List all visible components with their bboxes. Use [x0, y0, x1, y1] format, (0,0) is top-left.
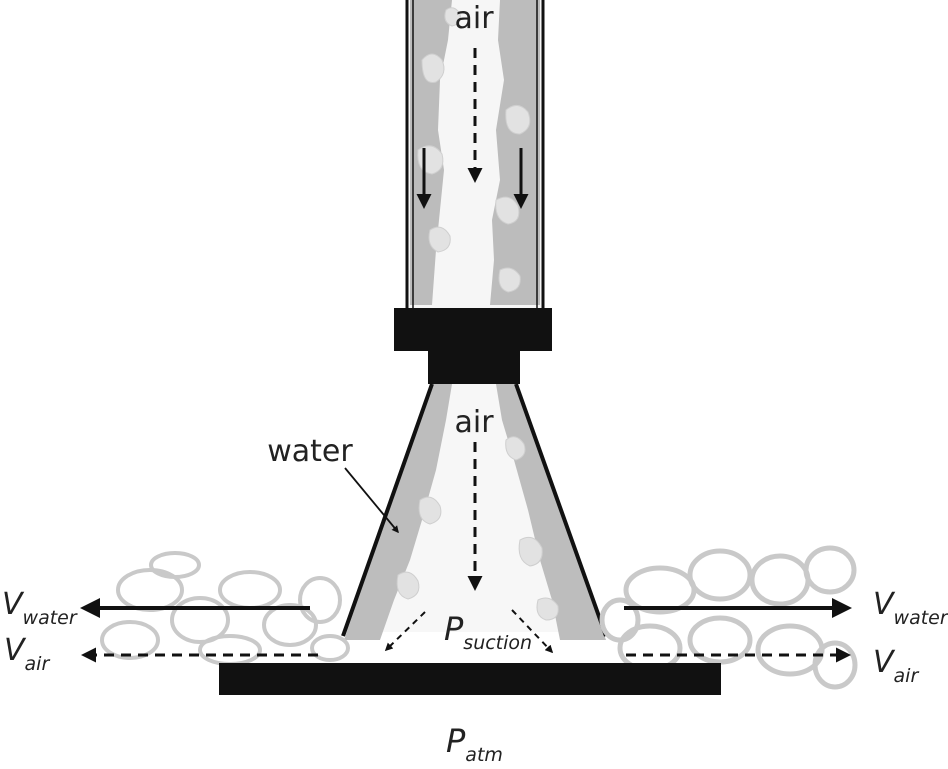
v-air-right-sub: air — [894, 665, 920, 687]
right-spray — [599, 545, 858, 690]
suction-arrow-right — [511, 609, 554, 654]
tube-water-film-right — [490, 0, 540, 305]
p-suction-sub: suction — [463, 632, 532, 654]
label-air-top: air — [454, 1, 494, 36]
label-water: water — [267, 434, 353, 469]
cone-water-film-left — [344, 384, 452, 640]
cone-foam — [396, 436, 559, 621]
p-suction-main: P — [444, 610, 464, 648]
vertical-tube — [405, 0, 545, 308]
label-p-suction: Psuction — [444, 610, 532, 654]
v-water-left-main: V — [2, 587, 25, 622]
p-atm-main: P — [446, 722, 466, 760]
base-plate — [219, 663, 721, 695]
label-v-water-left: Vwater — [2, 587, 78, 629]
suction-arrow-left — [384, 611, 426, 652]
cone-interior — [342, 384, 606, 632]
v-air-left-main: V — [4, 633, 27, 668]
cone-wall-right — [514, 383, 608, 637]
cone-wall-left — [341, 383, 434, 637]
v-water-right-sub: water — [894, 607, 948, 629]
neck — [428, 351, 520, 384]
label-v-water-right: Vwater — [873, 587, 948, 629]
v-water-left-sub: water — [23, 607, 78, 629]
label-v-air-right: Vair — [873, 645, 919, 687]
v-water-right-main: V — [873, 587, 896, 622]
cone — [341, 383, 608, 654]
v-air-right-main: V — [873, 645, 896, 680]
flange — [394, 308, 552, 351]
p-atm-sub: atm — [465, 744, 503, 766]
water-leader-line — [344, 467, 399, 534]
label-v-air-left: Vair — [4, 633, 50, 675]
tube-foam — [417, 7, 531, 293]
label-air-mid: air — [454, 405, 494, 440]
v-air-left-sub: air — [25, 653, 51, 675]
label-p-atm: Patm — [446, 722, 503, 766]
